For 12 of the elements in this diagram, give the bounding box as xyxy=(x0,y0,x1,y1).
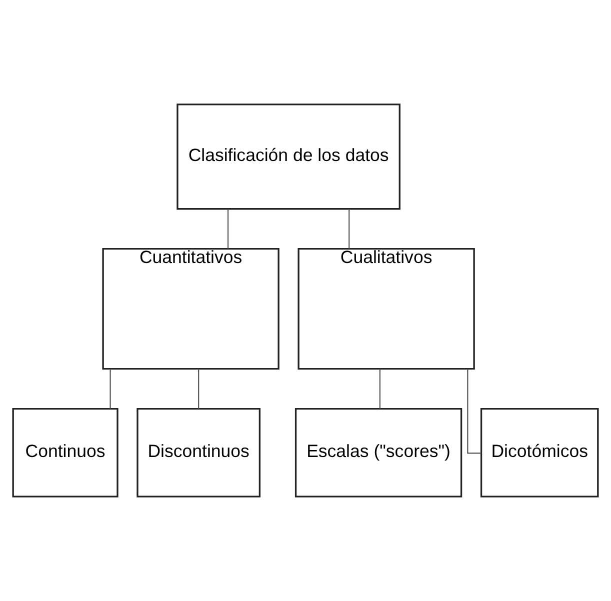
node-box: Cuantitativos xyxy=(102,248,280,370)
node-box: Continuos xyxy=(12,408,118,498)
node-box: Dicotómicos xyxy=(480,408,599,498)
node-box: Escalas ("scores") xyxy=(294,408,462,498)
node-box: Discontinuos xyxy=(136,408,261,498)
connector xyxy=(198,369,200,408)
connector xyxy=(110,369,111,408)
connector xyxy=(379,369,380,408)
node-box: Clasificación de los datos xyxy=(176,104,400,210)
connector xyxy=(227,209,229,249)
connector xyxy=(348,209,350,249)
node-box: Cualitativos xyxy=(298,248,475,370)
